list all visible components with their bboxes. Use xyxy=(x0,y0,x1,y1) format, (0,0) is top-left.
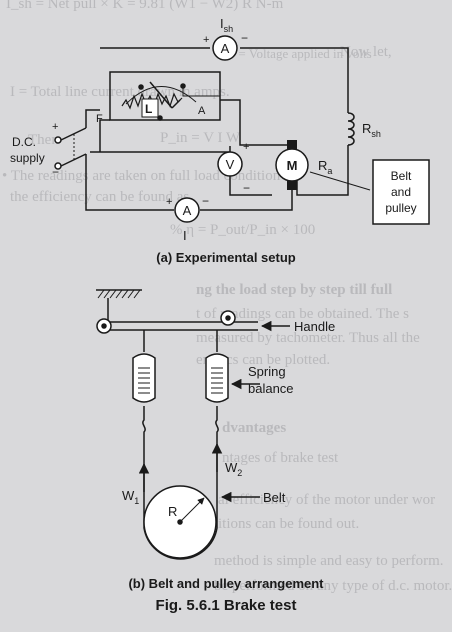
supply-plus: + xyxy=(52,121,58,133)
supply-terminal-neg xyxy=(54,162,62,170)
spring-label-2: balance xyxy=(248,381,294,396)
bg-method: method is simple and easy to perform. xyxy=(214,553,444,569)
belt-pulley-box xyxy=(372,159,430,225)
bg-eff-formula: % η = P_out/P_in × 100 xyxy=(170,222,316,238)
ish-minus: − xyxy=(241,31,248,45)
bg-reduce: ng the load step by step till full xyxy=(196,282,393,298)
motor-brush-top xyxy=(287,140,297,150)
ra-label: Ra xyxy=(318,158,332,176)
voltmeter: V xyxy=(217,151,243,177)
bg-pin: P_in = V I W xyxy=(160,130,241,146)
bg-v-def: V = Voltage applied in volts xyxy=(226,46,372,61)
ish-label: Ish xyxy=(220,16,233,34)
figure-title: Fig. 5.6.1 Brake test xyxy=(155,597,297,614)
belt-pulley-arrangement: Handle Spring balance W1 W2 R Belt xyxy=(96,289,335,560)
ish-ammeter-symbol: A xyxy=(221,41,230,56)
ish-plus: + xyxy=(203,34,209,46)
line-ammeter: A xyxy=(174,197,200,223)
bg-now-let: Now let, xyxy=(340,44,392,60)
spring-label-1: Spring xyxy=(248,364,286,379)
volt-minus: − xyxy=(243,181,250,195)
supply-label-1: D.C. xyxy=(12,135,36,149)
caption-pulley: (b) Belt and pulley arrangement xyxy=(128,576,324,591)
line-current-label: I xyxy=(183,228,187,243)
motor-brush-bottom xyxy=(287,180,297,190)
handle-label: Handle xyxy=(294,319,335,334)
field-label: F xyxy=(96,113,103,125)
bg-cond: itions can be found out. xyxy=(218,516,360,532)
bg-bullet: • The readings are taken on full load co… xyxy=(2,168,281,184)
handle-bar xyxy=(104,321,258,331)
line-plus: + xyxy=(166,196,172,208)
load-label-2: and xyxy=(391,185,411,199)
starter-handle-box xyxy=(141,98,159,118)
bg-tacho: measured by tachometer. Thus all the xyxy=(196,330,420,346)
load-label-1: Belt xyxy=(391,169,412,183)
caption-setup: (a) Experimental setup xyxy=(156,250,296,265)
shaft-link xyxy=(309,171,371,191)
bg-set: t of readings can be obtained. The s xyxy=(196,306,409,322)
starter-lever xyxy=(149,81,173,109)
ish-ammeter: A xyxy=(212,35,238,61)
bg-formula-line: I_sh = Net pull × K = 9.81 (W1 − W2) R N… xyxy=(6,0,284,12)
belt-label: Belt xyxy=(263,490,286,505)
load-label-3: pulley xyxy=(385,201,416,215)
w1-label: W1 xyxy=(122,488,139,506)
rsh-coil xyxy=(347,112,355,146)
w2-label: W2 xyxy=(225,460,242,478)
radius-arrow xyxy=(179,497,205,523)
motor-symbol: M xyxy=(287,158,298,173)
starter-armature-label: A xyxy=(198,105,206,117)
line-ammeter-symbol: A xyxy=(183,203,192,218)
bg-eff2: al efficiency of the motor under wor xyxy=(218,492,436,508)
bg-adv: dvantages xyxy=(222,420,287,436)
experimental-setup: A + − Ish Rsh L A F D.C. supply + − xyxy=(10,16,430,243)
rheostat-label: L xyxy=(145,102,152,116)
bg-perf: be performed on any type of d.c. motor. xyxy=(214,578,452,594)
bg-chars: eristics can be plotted. xyxy=(196,352,331,368)
bg-then: Then xyxy=(28,132,59,148)
volt-plus: + xyxy=(243,141,249,153)
bg-eff-line: the efficiency can be found as, xyxy=(10,189,193,205)
supply-label-2: supply xyxy=(10,151,45,165)
bg-adv1: ntages of brake test xyxy=(222,450,339,466)
supply-terminal-pos xyxy=(54,136,62,144)
radius-label: R xyxy=(168,504,177,519)
top-wire xyxy=(100,47,349,113)
line-minus: − xyxy=(202,194,209,208)
motor-armature xyxy=(275,148,309,182)
voltmeter-symbol: V xyxy=(226,157,235,172)
supply-minus: − xyxy=(52,165,59,179)
rsh-label: Rsh xyxy=(362,121,381,139)
